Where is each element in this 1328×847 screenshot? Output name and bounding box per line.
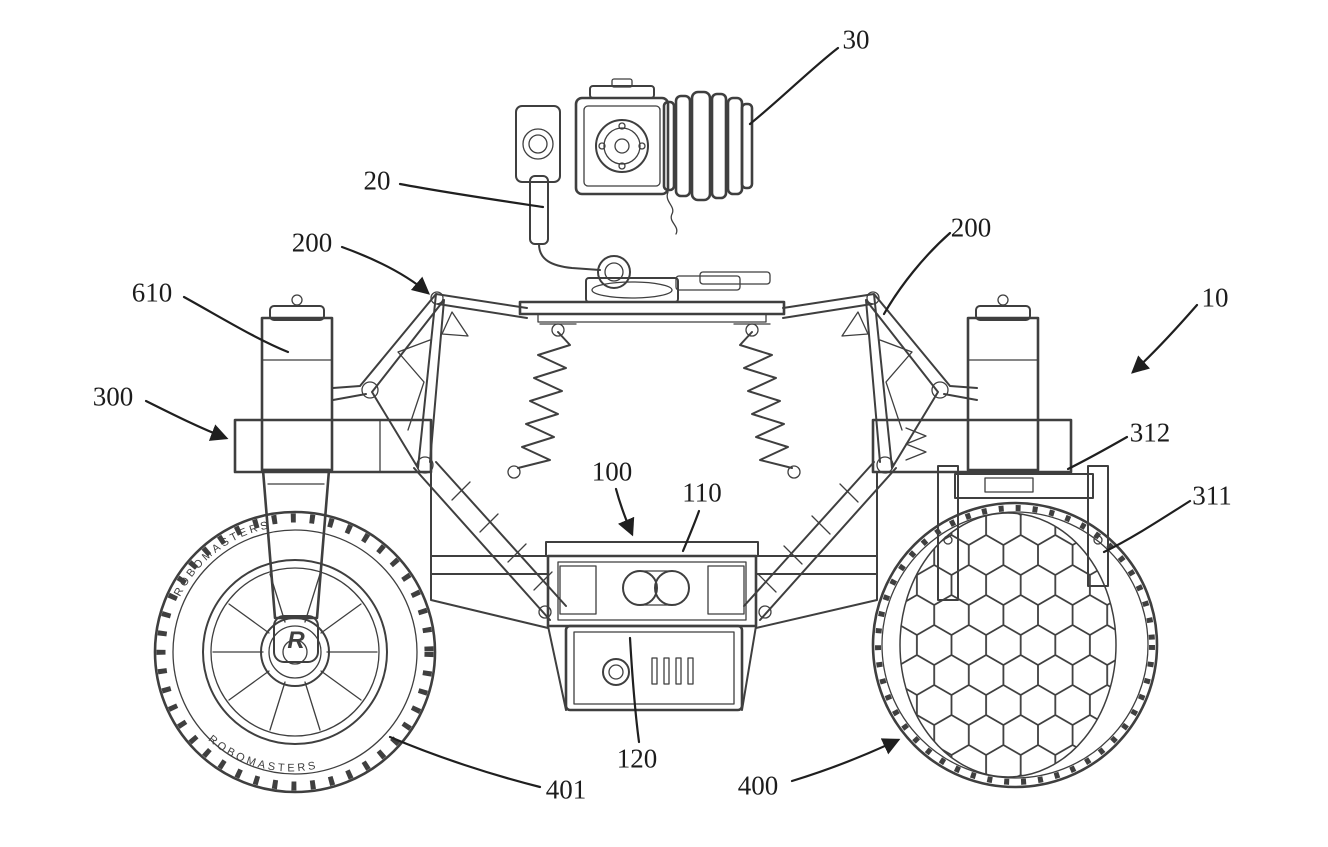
leader-401 xyxy=(388,735,542,789)
leader-110 xyxy=(681,509,701,553)
right-wheel xyxy=(871,465,1159,789)
left-suspension-arm xyxy=(332,291,567,621)
leader-120 xyxy=(628,636,641,744)
ref-label-312: 312 xyxy=(1129,417,1171,448)
top-plate xyxy=(518,271,786,323)
ref-label-400: 400 xyxy=(737,770,779,801)
right-suspension-arm xyxy=(743,291,978,621)
tire-brand-top: ROBOMASTERS xyxy=(172,519,269,598)
left-wheel: R ROBOMASTERS ROBOMASTERS xyxy=(153,468,437,794)
tire-brand-bottom: ROBOMASTERS xyxy=(206,733,316,774)
leader-610 xyxy=(182,295,290,354)
hub-logo-text: R xyxy=(287,627,305,654)
chassis-frame xyxy=(430,471,878,629)
leader-400 xyxy=(790,738,901,783)
left-axle-housing xyxy=(233,418,433,474)
right-motor-tower xyxy=(966,294,1040,472)
lower-panel xyxy=(547,624,757,712)
right-shock-absorber xyxy=(733,323,801,479)
gimbal-arm xyxy=(529,175,631,289)
ref-label-401: 401 xyxy=(545,774,587,805)
ref-label-120: 120 xyxy=(616,743,658,774)
right-fork xyxy=(937,465,1109,601)
ref-label-30: 30 xyxy=(842,24,870,55)
svg-text:ROBOMASTERS: ROBOMASTERS xyxy=(172,519,272,598)
leader-100 xyxy=(614,487,635,537)
leader-20 xyxy=(398,182,545,209)
leader-200-right xyxy=(882,231,952,316)
leader-312 xyxy=(1066,435,1129,471)
ref-label-20: 20 xyxy=(363,165,391,196)
ref-label-610: 610 xyxy=(131,277,173,308)
camera-lens-rings xyxy=(662,90,754,202)
right-axle-housing xyxy=(871,418,1073,474)
left-shock-absorber xyxy=(507,323,577,479)
ref-label-10: 10 xyxy=(1201,282,1229,313)
ref-label-110: 110 xyxy=(682,477,722,508)
ref-label-311: 311 xyxy=(1192,480,1232,511)
leader-200-left xyxy=(340,245,431,295)
hex-tread-face xyxy=(899,512,1117,778)
ref-label-200-right: 200 xyxy=(950,212,992,243)
body-cylinders xyxy=(622,570,690,606)
leader-lines xyxy=(144,46,1199,789)
leader-10 xyxy=(1131,303,1199,374)
leader-30 xyxy=(748,46,840,126)
center-body xyxy=(545,541,759,712)
ref-label-100: 100 xyxy=(591,456,633,487)
camera-assembly xyxy=(515,78,754,235)
svg-text:ROBOMASTERS: ROBOMASTERS xyxy=(206,733,319,774)
leader-300 xyxy=(144,399,229,441)
wheel-spokes xyxy=(212,573,378,731)
left-motor-tower xyxy=(260,294,334,472)
ref-label-200-left: 200 xyxy=(291,227,333,258)
leader-311 xyxy=(1102,499,1192,554)
ref-label-300: 300 xyxy=(92,381,134,412)
